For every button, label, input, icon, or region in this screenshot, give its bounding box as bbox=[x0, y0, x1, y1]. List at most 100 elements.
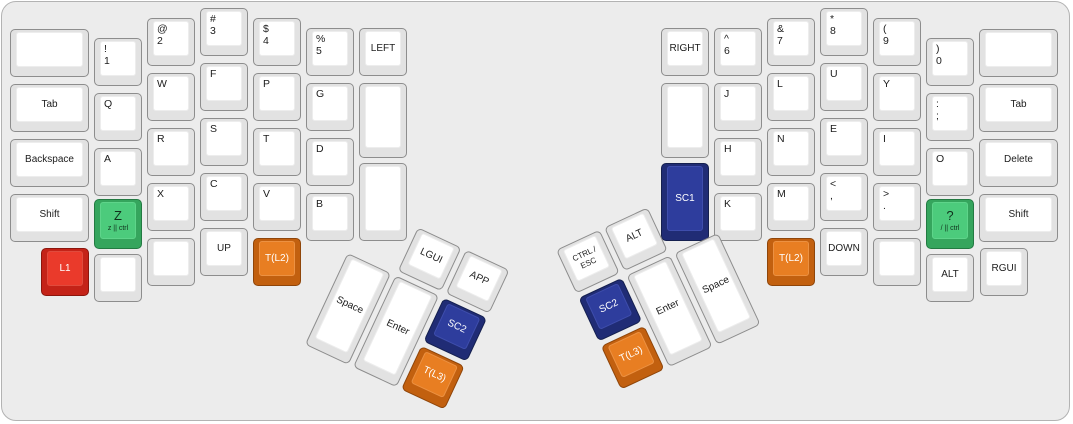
key-g[interactable]: G bbox=[306, 83, 354, 131]
key-label: Z bbox=[114, 208, 122, 224]
key-e[interactable]: E bbox=[820, 118, 868, 166]
key-y[interactable]: Y bbox=[873, 73, 921, 121]
key-7[interactable]: &7 bbox=[767, 18, 815, 66]
key-down[interactable]: DOWN bbox=[820, 228, 868, 276]
key-label: # bbox=[210, 13, 216, 25]
key-label: UP bbox=[217, 242, 231, 254]
key-label: M bbox=[777, 188, 786, 200]
key-m[interactable]: M bbox=[767, 183, 815, 231]
key-blank-l-top[interactable] bbox=[10, 29, 89, 77]
key-label: D bbox=[316, 143, 324, 155]
key-w[interactable]: W bbox=[147, 73, 195, 121]
key-comma[interactable]: <, bbox=[820, 173, 868, 221]
key-p[interactable]: P bbox=[253, 73, 301, 121]
key-x[interactable]: X bbox=[147, 183, 195, 231]
key-shift-left[interactable]: Shift bbox=[10, 194, 89, 242]
key-slash[interactable]: ?/ || ctrl bbox=[926, 199, 974, 249]
key-label: ALT bbox=[623, 226, 645, 245]
key-label: APP bbox=[467, 268, 491, 288]
key-tab-left[interactable]: Tab bbox=[10, 84, 89, 132]
key-label: CTRL / ESC bbox=[571, 244, 598, 271]
key-label: C bbox=[210, 178, 218, 190]
key-blank-l-inner1[interactable] bbox=[359, 83, 407, 158]
key-label: , bbox=[830, 190, 833, 203]
key-label: 5 bbox=[316, 45, 322, 58]
key-t-l2-right[interactable]: T(L2) bbox=[767, 238, 815, 286]
key-h[interactable]: H bbox=[714, 138, 762, 186]
key-o[interactable]: O bbox=[926, 148, 974, 196]
key-label: T(L3) bbox=[617, 344, 645, 365]
key-period[interactable]: >. bbox=[873, 183, 921, 231]
key-label: T bbox=[263, 133, 270, 145]
key-label: G bbox=[316, 88, 325, 100]
key-left-arrow[interactable]: LEFT bbox=[359, 28, 407, 76]
key-up[interactable]: UP bbox=[200, 228, 248, 276]
key-shift-right[interactable]: Shift bbox=[979, 194, 1058, 242]
key-blank-r-top[interactable] bbox=[979, 29, 1058, 77]
key-rgui[interactable]: RGUI bbox=[980, 248, 1028, 296]
key-5[interactable]: %5 bbox=[306, 28, 354, 76]
key-semicolon[interactable]: :; bbox=[926, 93, 974, 141]
key-2[interactable]: @2 bbox=[147, 18, 195, 66]
key-4[interactable]: $4 bbox=[253, 18, 301, 66]
key-8[interactable]: *8 bbox=[820, 8, 868, 56]
key-c[interactable]: C bbox=[200, 173, 248, 221]
key-t[interactable]: T bbox=[253, 128, 301, 176]
key-b[interactable]: B bbox=[306, 193, 354, 241]
key-l1[interactable]: L1 bbox=[41, 248, 89, 296]
key-label: RGUI bbox=[991, 262, 1017, 274]
key-j[interactable]: J bbox=[714, 83, 762, 131]
key-label: Enter bbox=[654, 297, 682, 318]
key-label: Shift bbox=[1008, 208, 1029, 220]
key-i[interactable]: I bbox=[873, 128, 921, 176]
key-l[interactable]: L bbox=[767, 73, 815, 121]
key-n[interactable]: N bbox=[767, 128, 815, 176]
key-k[interactable]: K bbox=[714, 193, 762, 241]
key-label: * bbox=[830, 13, 835, 25]
key-a[interactable]: A bbox=[94, 148, 142, 196]
key-label: 2 bbox=[157, 35, 163, 48]
key-r[interactable]: R bbox=[147, 128, 195, 176]
key-u[interactable]: U bbox=[820, 63, 868, 111]
key-delete[interactable]: Delete bbox=[979, 139, 1058, 187]
key-s[interactable]: S bbox=[200, 118, 248, 166]
key-label: T(L2) bbox=[779, 252, 803, 264]
key-3[interactable]: #3 bbox=[200, 8, 248, 56]
key-label: RIGHT bbox=[669, 42, 701, 54]
key-blank-r-b3[interactable] bbox=[873, 238, 921, 286]
key-label: O bbox=[936, 153, 945, 165]
key-label: % bbox=[316, 33, 326, 45]
key-label: Backspace bbox=[25, 153, 74, 165]
key-d[interactable]: D bbox=[306, 138, 354, 186]
key-label: Delete bbox=[1004, 153, 1033, 165]
key-t-l2-left[interactable]: T(L2) bbox=[253, 238, 301, 286]
key-backspace[interactable]: Backspace bbox=[10, 139, 89, 187]
key-label: Space bbox=[700, 274, 732, 297]
key-label: / || ctrl bbox=[940, 224, 960, 232]
key-label: 4 bbox=[263, 35, 269, 48]
key-label: X bbox=[157, 188, 165, 200]
key-label: DOWN bbox=[828, 242, 860, 254]
key-1[interactable]: !1 bbox=[94, 38, 142, 86]
key-blank-r-inner1[interactable] bbox=[661, 83, 709, 158]
key-blank-l-b2[interactable] bbox=[94, 254, 142, 302]
key-label: 7 bbox=[777, 35, 783, 48]
key-label: U bbox=[830, 68, 838, 80]
key-alt-right[interactable]: ALT bbox=[926, 254, 974, 302]
key-blank-l-inner2[interactable] bbox=[359, 163, 407, 241]
key-v[interactable]: V bbox=[253, 183, 301, 231]
key-label: T(L3) bbox=[421, 364, 448, 385]
key-f[interactable]: F bbox=[200, 63, 248, 111]
key-q[interactable]: Q bbox=[94, 93, 142, 141]
key-right-arrow[interactable]: RIGHT bbox=[661, 28, 709, 76]
key-sc1[interactable]: SC1 bbox=[661, 163, 709, 241]
key-9[interactable]: (9 bbox=[873, 18, 921, 66]
key-blank-l-b3[interactable] bbox=[147, 238, 195, 286]
key-label: $ bbox=[263, 23, 269, 35]
key-6[interactable]: ^6 bbox=[714, 28, 762, 76]
key-0[interactable]: )0 bbox=[926, 38, 974, 86]
key-label: 0 bbox=[936, 55, 942, 68]
key-tab-right[interactable]: Tab bbox=[979, 84, 1058, 132]
key-label: : bbox=[936, 98, 939, 110]
